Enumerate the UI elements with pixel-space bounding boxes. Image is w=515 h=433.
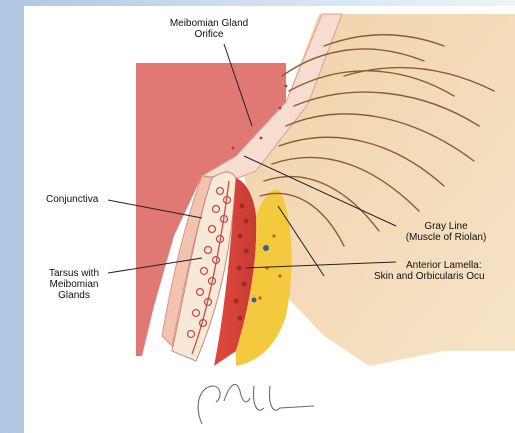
label-conjunctiva: Conjunctiva <box>46 194 98 205</box>
label-orifice-line2: Orifice <box>144 29 274 40</box>
label-gray-line: Gray Line (Muscle of Riolan) <box>396 221 496 243</box>
vessel-dot <box>252 298 257 303</box>
label-gray-line1: Gray Line <box>396 221 496 232</box>
vessel-dot <box>263 245 269 251</box>
label-gray-line2: (Muscle of Riolan) <box>396 232 496 243</box>
label-anterior-line1: Anterior Lamella: <box>374 260 515 271</box>
label-meibomian-orifice: Meibomian Gland Orifice <box>144 18 274 40</box>
label-tarsus-line2: Meibomian <box>34 279 114 290</box>
diagram-panel: Meibomian Gland Orifice Conjunctiva Tars… <box>24 6 515 433</box>
label-anterior-line2: Skin and Orbicularis Ocu <box>374 271 515 282</box>
label-tarsus-line3: Glands <box>34 290 114 301</box>
label-orifice-line1: Meibomian Gland <box>144 18 274 29</box>
eyelid-cross-section-diagram <box>24 6 515 433</box>
label-anterior-lamella: Anterior Lamella: Skin and Orbicularis O… <box>374 260 515 282</box>
artist-signature-icon <box>198 384 314 424</box>
label-tarsus: Tarsus with Meibomian Glands <box>34 268 114 301</box>
label-tarsus-line1: Tarsus with <box>34 268 114 279</box>
